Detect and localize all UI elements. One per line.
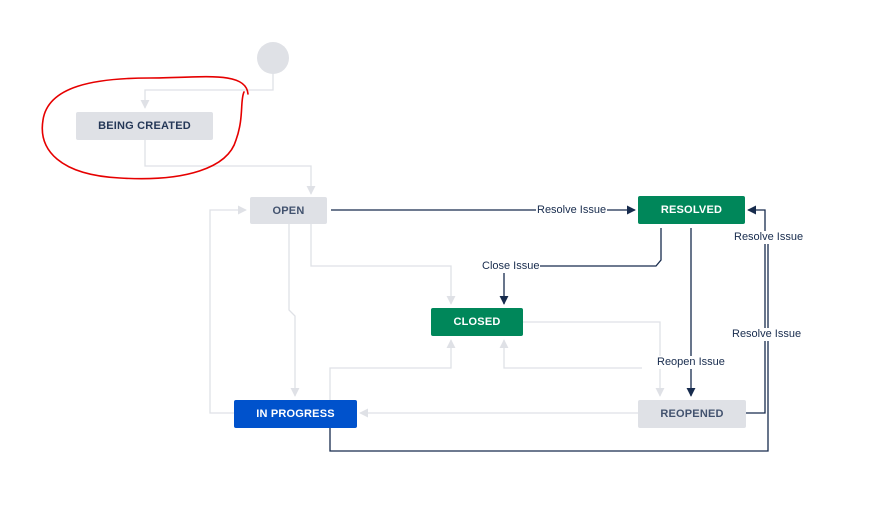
transition-reopened-to-resolved: [746, 205, 766, 414]
transition-closed-to-reopened: [523, 321, 665, 397]
transition-label-resolve-in-progress[interactable]: Resolve Issue: [731, 328, 803, 341]
transition-label-resolve-reopened[interactable]: Resolve Issue: [733, 231, 805, 244]
transition-in-progress-to-open: [209, 205, 247, 414]
transition-label-resolve-open[interactable]: Resolve Issue: [536, 204, 608, 217]
status-being-created[interactable]: BEING CREATED: [76, 112, 213, 140]
red-annotation-circle: [41, 75, 249, 180]
status-resolved[interactable]: RESOLVED: [638, 196, 745, 224]
transition-label-reopen[interactable]: Reopen Issue: [656, 356, 726, 369]
status-open[interactable]: OPEN: [250, 197, 327, 224]
transition-open-to-in-progress: [288, 224, 300, 397]
transition-being-created-to-open: [144, 140, 316, 195]
transition-label-close-resolved[interactable]: Close Issue: [481, 260, 541, 273]
transition-in-progress-to-closed: [329, 339, 456, 400]
status-closed[interactable]: CLOSED: [431, 308, 523, 336]
status-reopened[interactable]: REOPENED: [638, 400, 746, 428]
transition-resolved-to-closed: [499, 228, 662, 305]
transition-reopened-to-closed: [499, 339, 642, 369]
transition-open-to-closed: [310, 224, 456, 305]
transition-start-to-being-created: [140, 74, 274, 109]
start-node[interactable]: [257, 42, 289, 74]
status-in-progress[interactable]: IN PROGRESS: [234, 400, 357, 428]
